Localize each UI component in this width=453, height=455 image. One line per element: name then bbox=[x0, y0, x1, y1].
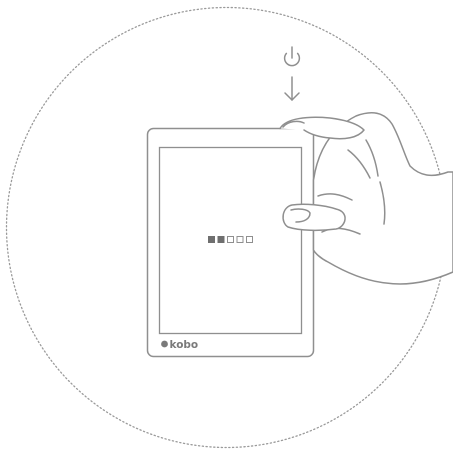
arrow-down-icon bbox=[285, 77, 299, 100]
loading-square-filled bbox=[209, 237, 215, 243]
kobo-logo-mark bbox=[161, 341, 168, 348]
loading-square-filled bbox=[218, 237, 224, 243]
power-icon bbox=[285, 47, 300, 66]
loading-square-empty bbox=[228, 237, 234, 243]
loading-square-empty bbox=[247, 237, 253, 243]
kobo-logo-text: kobo bbox=[170, 339, 199, 351]
loading-square-empty bbox=[237, 237, 243, 243]
ereader-device: kobo bbox=[148, 129, 314, 357]
